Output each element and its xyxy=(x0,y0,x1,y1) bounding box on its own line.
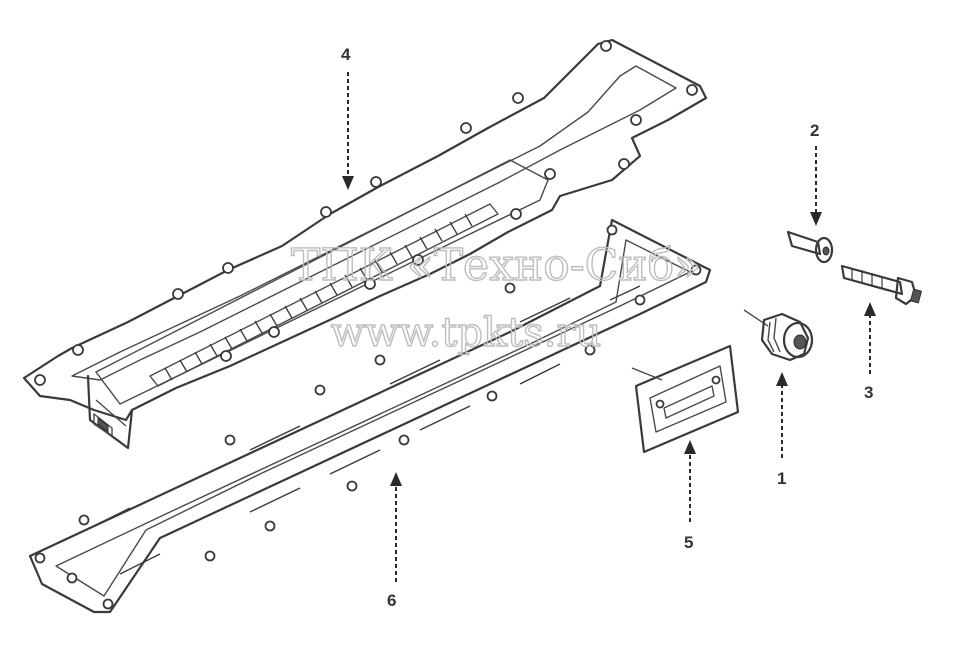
callout-labels: 4 2 3 1 5 6 xyxy=(341,45,873,610)
callout-arrows xyxy=(342,72,876,582)
cooler-fin-ribs xyxy=(164,213,473,381)
watermark: ТПК «Техно-Сиб» www.tpkts.ru xyxy=(290,239,701,356)
callout-1: 1 xyxy=(777,469,786,488)
callout-2: 2 xyxy=(810,121,819,140)
part-1-plug xyxy=(743,309,814,362)
watermark-website: www.tpkts.ru xyxy=(331,310,602,356)
part-6-gasket xyxy=(28,218,712,614)
watermark-company-name: ТПК «Техно-Сиб» xyxy=(291,240,701,291)
callout-3: 3 xyxy=(864,383,873,402)
cooler-flange-bolt-holes xyxy=(34,40,698,386)
gasket-bolt-holes xyxy=(34,224,702,610)
part-2-washer xyxy=(786,230,834,264)
callout-4: 4 xyxy=(341,45,351,64)
part-4-cooler-housing xyxy=(22,38,708,450)
part-3-bolt xyxy=(840,264,923,306)
callout-5: 5 xyxy=(684,533,693,552)
callout-6: 6 xyxy=(387,591,396,610)
part-5-small-gasket xyxy=(631,344,740,454)
gasket-slots xyxy=(89,285,641,575)
